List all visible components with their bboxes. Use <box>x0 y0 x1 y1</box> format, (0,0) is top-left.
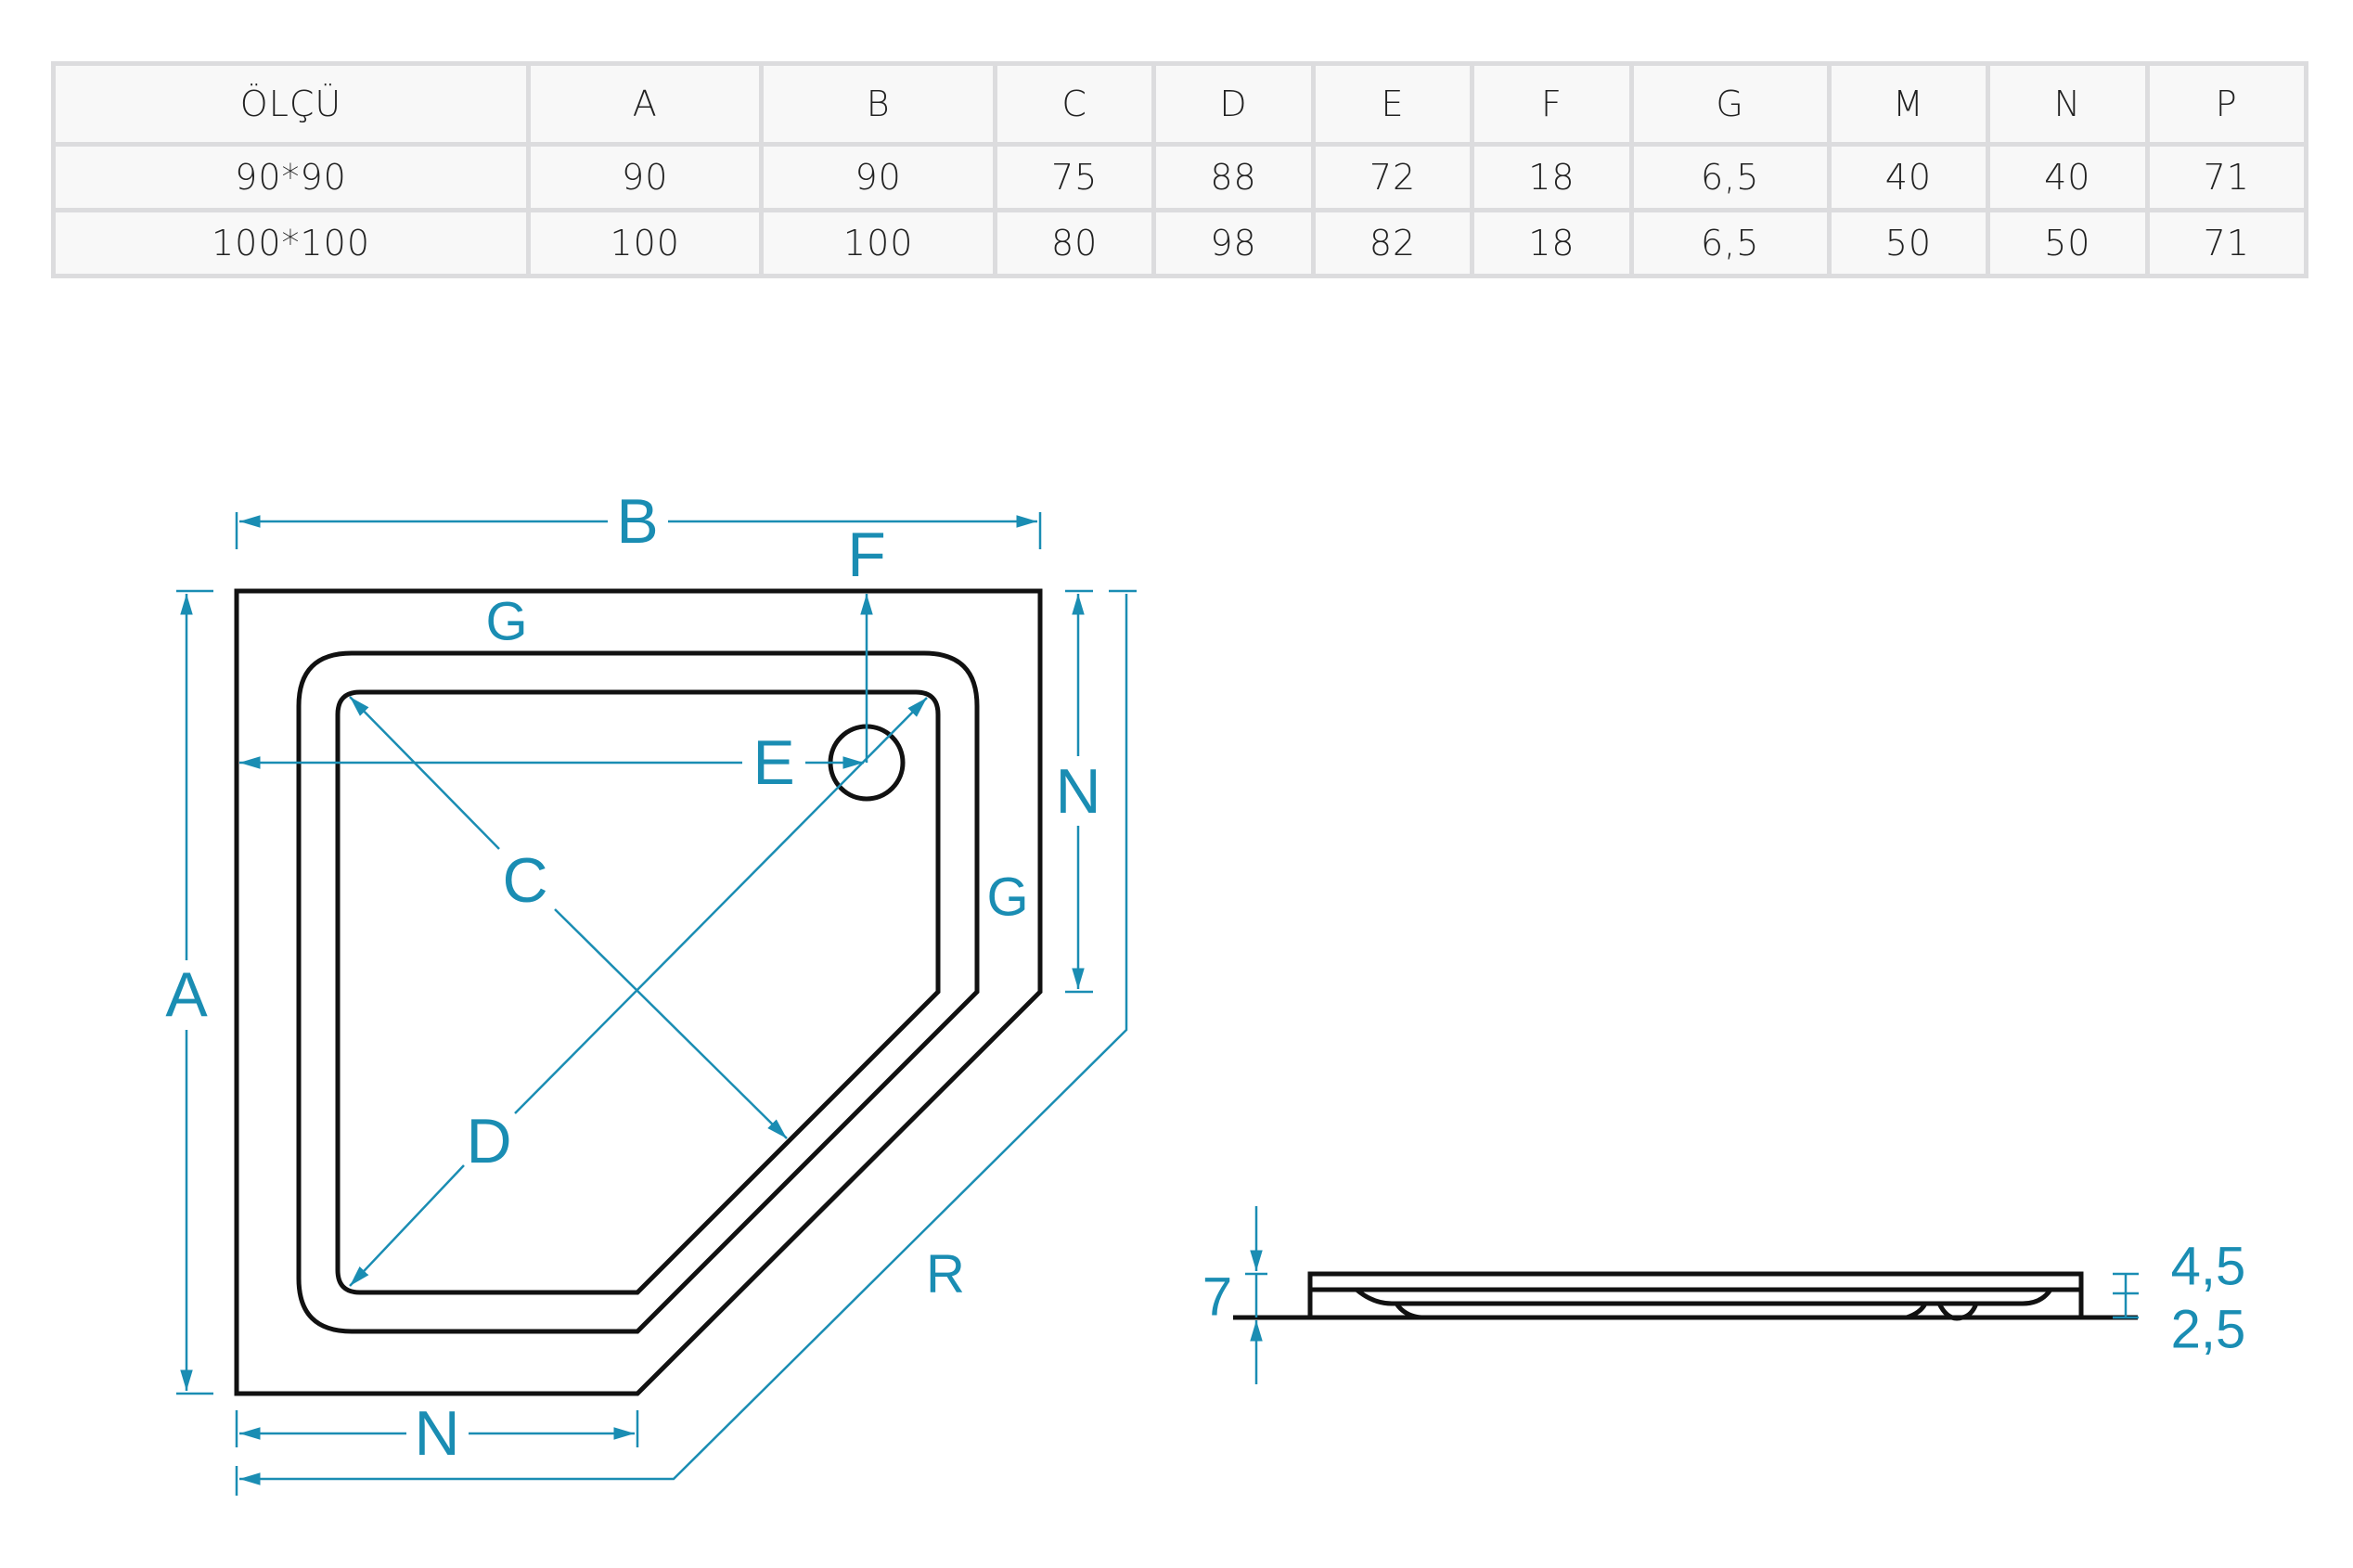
table-cell: 80 <box>996 212 1152 274</box>
table-cell: 50 <box>1990 212 2145 274</box>
table-cell: 100*100 <box>56 212 526 274</box>
table-cell: 82 <box>1315 212 1471 274</box>
dimension-n-bottom: N <box>235 1398 639 1469</box>
header-cell: P <box>2149 66 2304 142</box>
table-cell: 50 <box>1831 212 1987 274</box>
tray-outer-outline <box>234 588 1043 1396</box>
table-cell: 6,5 <box>1633 147 1827 208</box>
label-r: R <box>926 1244 965 1305</box>
dimension-a: A <box>165 589 213 1395</box>
table-cell: 90 <box>764 147 993 208</box>
dimension-r: R <box>235 589 1137 1496</box>
label-n-right: N <box>1055 756 1100 827</box>
table-cell: 90*90 <box>56 147 526 208</box>
table-cell: 6,5 <box>1633 212 1827 274</box>
header-cell: E <box>1315 66 1471 142</box>
table-cell: 18 <box>1474 147 1629 208</box>
header-cell: D <box>1156 66 1311 142</box>
dimension-d: D <box>349 697 928 1287</box>
header-cell: G <box>1633 66 1827 142</box>
label-b: B <box>616 486 658 557</box>
table-cell: 18 <box>1474 212 1629 274</box>
table-cell: 98 <box>1156 212 1311 274</box>
label-a: A <box>165 959 208 1030</box>
label-c: C <box>502 845 547 916</box>
label-e: E <box>752 727 794 798</box>
table-cell: 75 <box>996 147 1152 208</box>
label-upper-height: 4,5 <box>2171 1237 2246 1297</box>
header-cell: B <box>764 66 993 142</box>
header-cell: A <box>531 66 760 142</box>
label-f: F <box>847 520 886 590</box>
label-d: D <box>466 1106 511 1176</box>
table-cell: 100 <box>531 212 760 274</box>
label-n-bottom: N <box>414 1398 459 1469</box>
label-lower-height: 2,5 <box>2171 1300 2246 1360</box>
table-cell: 71 <box>2149 147 2304 208</box>
header-cell: N <box>1990 66 2145 142</box>
header-cell: C <box>996 66 1152 142</box>
table-cell: 90 <box>531 147 760 208</box>
label-g-top: G <box>485 592 527 652</box>
table-row: 100*100 100 100 80 98 82 18 6,5 50 50 71 <box>56 212 2304 274</box>
table-header-row: ÖLÇÜ A B C D E F G M N P <box>56 66 2304 142</box>
dimension-c: C <box>349 696 788 1139</box>
dimension-e: E <box>239 727 864 798</box>
table-cell: 40 <box>1990 147 2145 208</box>
dimension-table: ÖLÇÜ A B C D E F G M N P 90*90 90 90 75 … <box>51 61 2308 278</box>
dimension-f: F <box>847 520 886 763</box>
table-cell: 100 <box>764 212 993 274</box>
header-cell: F <box>1474 66 1629 142</box>
label-g-right: G <box>986 868 1028 928</box>
table-cell: 88 <box>1156 147 1311 208</box>
tray-basin-outline <box>335 689 941 1295</box>
table-cell: 71 <box>2149 212 2304 274</box>
table-cell: 40 <box>1831 147 1987 208</box>
table-row: 90*90 90 90 75 88 72 18 6,5 40 40 71 <box>56 147 2304 208</box>
label-total-height: 7 <box>1202 1267 1232 1328</box>
tray-rim-outline <box>296 650 980 1334</box>
side-profile-view: 7 4,5 2,5 <box>1202 1206 2245 1384</box>
table-cell: 72 <box>1315 147 1471 208</box>
dimension-n-right: N <box>1055 589 1101 994</box>
header-cell: M <box>1831 66 1987 142</box>
dimension-b: B <box>235 486 1042 557</box>
header-cell: ÖLÇÜ <box>56 66 526 142</box>
